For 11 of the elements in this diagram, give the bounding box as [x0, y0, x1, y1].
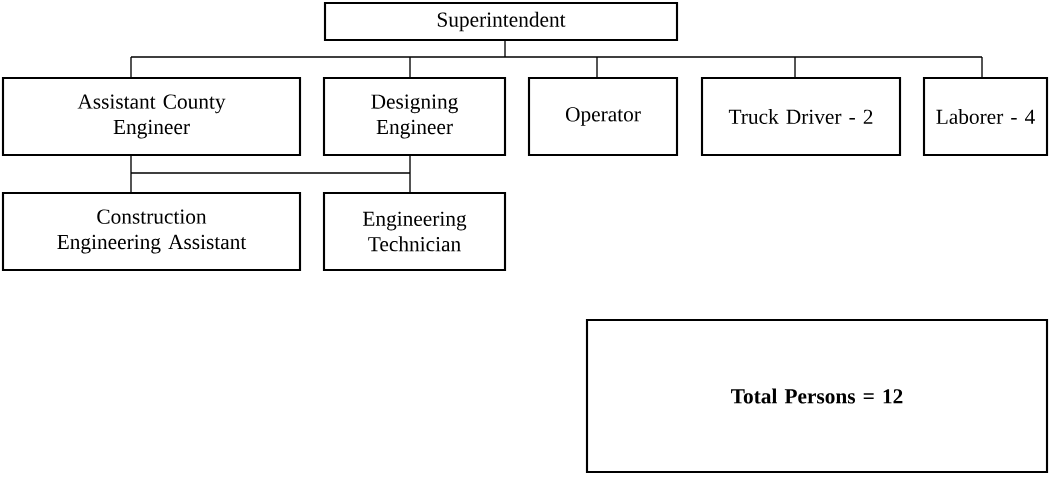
total-box: Total Persons = 12 [585, 318, 1049, 474]
role-box: Operator [527, 76, 679, 157]
role-box: Engineering Technician [322, 191, 507, 272]
connector-line [130, 39, 983, 79]
role-box: Superintendent [323, 1, 679, 42]
role-box: Truck Driver - 2 [700, 76, 902, 157]
role-box: Laborer - 4 [922, 76, 1049, 157]
role-box: Construction Engineering Assistant [1, 191, 302, 272]
role-box: Assistant County Engineer [1, 76, 302, 157]
role-box: Designing Engineer [322, 76, 507, 157]
connector-line [130, 154, 411, 194]
